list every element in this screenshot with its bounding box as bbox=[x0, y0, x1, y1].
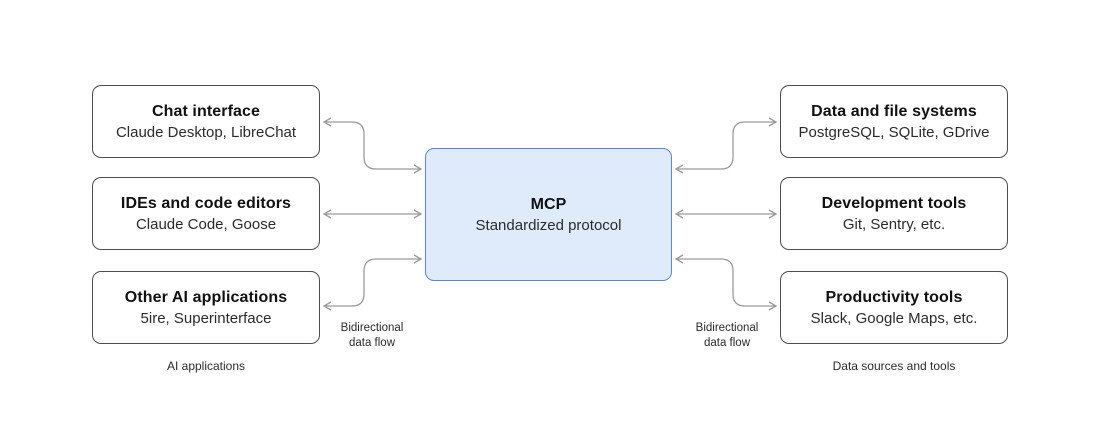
box-title: Development tools bbox=[821, 194, 967, 212]
box-subtitle: Git, Sentry, etc. bbox=[842, 215, 946, 233]
flow-label-left: Bidirectional data flow bbox=[317, 321, 427, 351]
box-subtitle: PostgreSQL, SQLite, GDrive bbox=[798, 123, 990, 141]
box-mcp: MCP Standardized protocol bbox=[425, 148, 672, 281]
caption-ai-applications: AI applications bbox=[166, 359, 246, 373]
flow-label-line1: Bidirectional bbox=[695, 322, 759, 334]
mcp-subtitle: Standardized protocol bbox=[475, 216, 622, 234]
arrow-mcp-to-datafiles bbox=[674, 117, 778, 174]
box-subtitle: 5ire, Superinterface bbox=[140, 309, 272, 327]
arrow-otherai-to-mcp bbox=[322, 254, 423, 311]
flow-label-line2: data flow bbox=[703, 336, 751, 349]
box-productivity-tools: Productivity tools Slack, Google Maps, e… bbox=[780, 271, 1008, 344]
arrow-chat-to-mcp bbox=[322, 117, 423, 174]
box-title: Other AI applications bbox=[124, 288, 288, 306]
box-title: IDEs and code editors bbox=[120, 194, 292, 212]
mcp-title: MCP bbox=[530, 195, 567, 213]
box-subtitle: Claude Desktop, LibreChat bbox=[115, 123, 297, 141]
flow-label-right: Bidirectional data flow bbox=[672, 321, 782, 351]
box-chat-interface: Chat interface Claude Desktop, LibreChat bbox=[92, 85, 320, 158]
box-subtitle: Claude Code, Goose bbox=[135, 215, 277, 233]
flow-label-line1: Bidirectional bbox=[340, 322, 404, 334]
caption-data-sources-and-tools: Data sources and tools bbox=[832, 359, 956, 373]
box-subtitle: Slack, Google Maps, etc. bbox=[810, 309, 978, 327]
box-title: Chat interface bbox=[151, 102, 261, 120]
flow-label-line2: data flow bbox=[348, 336, 396, 349]
arrow-mcp-to-productivity bbox=[674, 254, 778, 311]
box-development-tools: Development tools Git, Sentry, etc. bbox=[780, 177, 1008, 250]
box-title: Productivity tools bbox=[825, 288, 963, 306]
box-ides-code-editors: IDEs and code editors Claude Code, Goose bbox=[92, 177, 320, 250]
box-data-file-systems: Data and file systems PostgreSQL, SQLite… bbox=[780, 85, 1008, 158]
box-title: Data and file systems bbox=[811, 102, 977, 120]
box-other-ai-applications: Other AI applications 5ire, Superinterfa… bbox=[92, 271, 320, 344]
